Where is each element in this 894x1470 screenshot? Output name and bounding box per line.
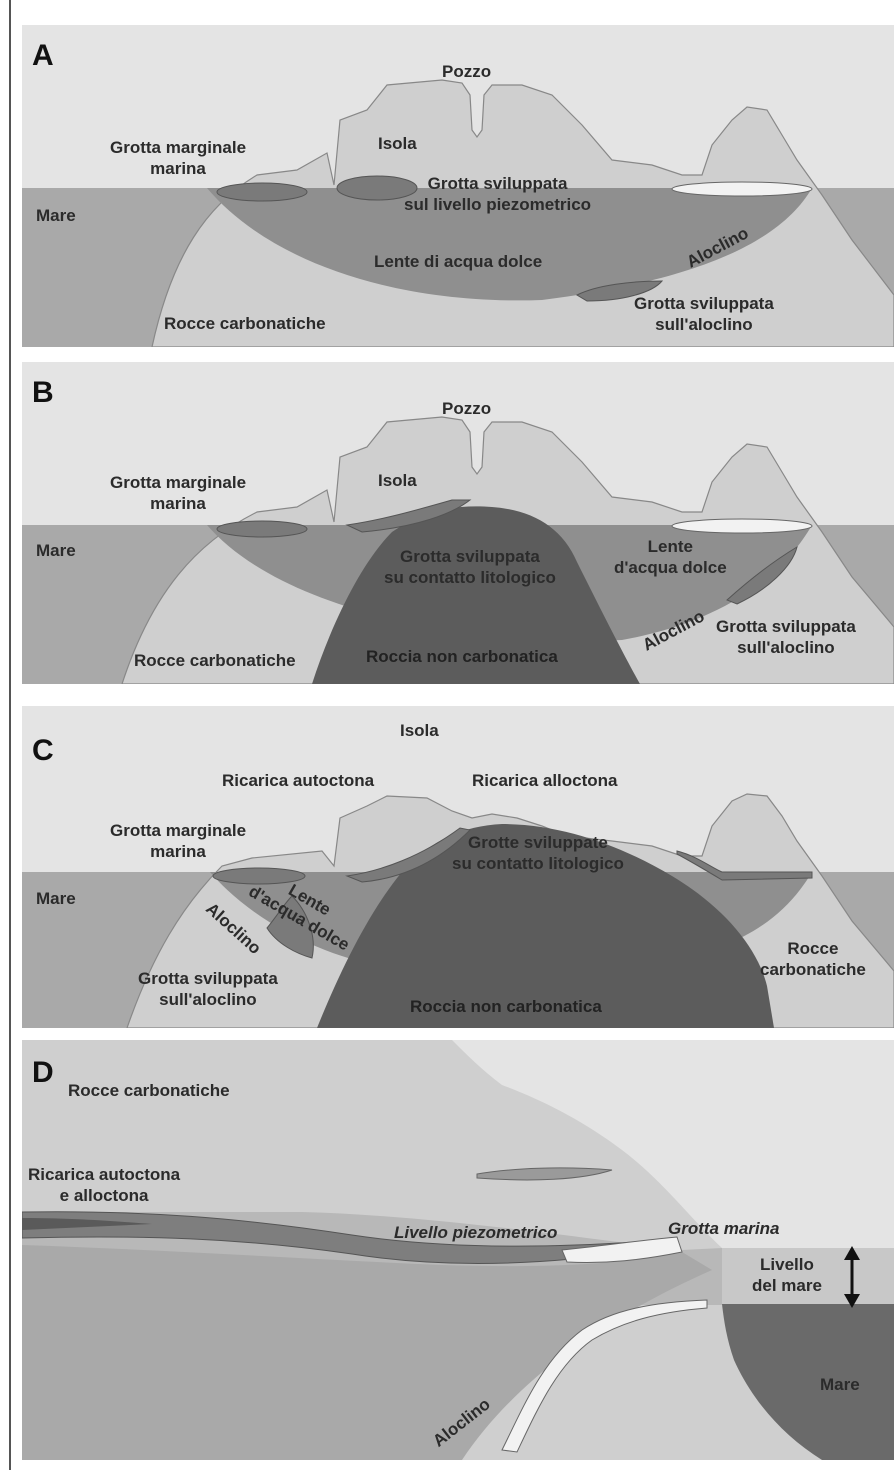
panel-d-letter: D	[32, 1056, 54, 1089]
label-isola: Isola	[378, 134, 417, 153]
panel-b-drawing	[22, 362, 894, 684]
label-grotta-aloclino: Grotta sviluppata sull'aloclino	[138, 969, 278, 1009]
label-ricarica-alloctona: Ricarica alloctona	[472, 771, 618, 790]
label-rocce: Rocce carbonatiche	[760, 939, 866, 979]
label-roccia-non: Roccia non carbonatica	[410, 997, 602, 1016]
label-lente: Lente d'acqua dolce	[614, 537, 727, 577]
label-rocce: Rocce carbonatiche	[164, 314, 326, 333]
label-grotta-piezometrico: Grotta sviluppata sul livello piezometri…	[404, 174, 592, 214]
label-pozzo: Pozzo	[442, 399, 492, 418]
label-roccia-non: Roccia non carbonatica	[366, 647, 558, 666]
panel-c: C Isola Ricarica autoctona Ricarica allo…	[22, 706, 894, 1028]
left-margin-line	[9, 0, 11, 1470]
label-mare: Mare	[36, 889, 76, 908]
panel-d-drawing	[22, 1040, 894, 1460]
panel-b-letter: B	[32, 376, 54, 409]
label-grotta-aloclino: Grotta sviluppata sull'aloclino	[716, 617, 856, 657]
label-grotta-marginale: Grotta marginale marina	[110, 821, 247, 861]
label-isola: Isola	[378, 471, 417, 490]
label-mare: Mare	[820, 1375, 860, 1394]
panel-c-drawing	[22, 706, 894, 1028]
label-grotta-marina: Grotta marina	[668, 1219, 780, 1238]
label-livello-piezometrico: Livello piezometrico	[394, 1223, 558, 1242]
label-grotte-contatto: Grotte sviluppate su contatto litologico	[452, 833, 624, 873]
panel-a-letter: A	[32, 39, 54, 72]
label-livello-mare: Livello del mare	[752, 1255, 822, 1295]
panel-a-drawing	[22, 25, 894, 347]
panel-c-letter: C	[32, 734, 54, 767]
label-grotta-marginale: Grotta marginale marina	[110, 473, 247, 513]
label-pozzo: Pozzo	[442, 62, 492, 81]
label-ricarica-autoctona: Ricarica autoctona	[222, 771, 375, 790]
label-grotta-aloclino: Grotta sviluppata sull'aloclino	[634, 294, 774, 334]
label-ricarica: Ricarica autoctona e alloctona	[28, 1165, 181, 1205]
label-isola: Isola	[400, 721, 439, 740]
panel-d: D Rocce carbonatiche Ricarica autoctona …	[22, 1040, 894, 1460]
label-grotta-contatto: Grotta sviluppata su contatto litologico	[384, 547, 556, 587]
label-rocce: Rocce carbonatiche	[68, 1081, 230, 1100]
panel-b: B Pozzo Isola Grotta marginale marina Ma…	[22, 362, 894, 684]
label-mare: Mare	[36, 206, 76, 225]
label-rocce: Rocce carbonatiche	[134, 651, 296, 670]
label-mare: Mare	[36, 541, 76, 560]
panel-a: A Pozzo Isola Grotta marginale marina Ma…	[22, 25, 894, 347]
label-lente: Lente di acqua dolce	[374, 252, 543, 271]
label-grotta-marginale: Grotta marginale marina	[110, 138, 247, 178]
